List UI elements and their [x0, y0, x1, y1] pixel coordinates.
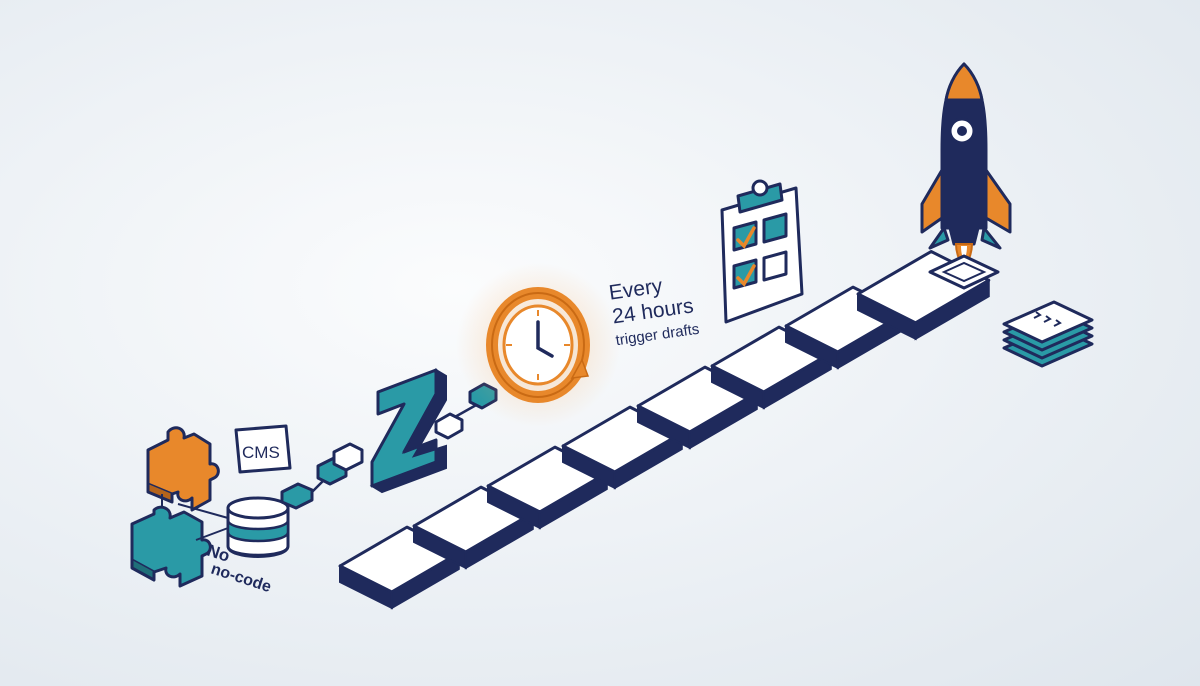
no-code-label: no-code	[209, 561, 274, 596]
staircase-steps	[338, 250, 991, 610]
orange-puzzle-icon	[146, 426, 220, 512]
document-stack-icon	[1002, 300, 1094, 368]
puzzle-connectors	[161, 494, 229, 541]
schedule-label: Every 24 hours trigger drafts	[607, 274, 700, 349]
database-icon	[226, 496, 290, 558]
pipe-connectors	[280, 442, 364, 510]
clipboard-checklist-icon	[720, 179, 804, 324]
cms-label: CMS	[242, 443, 280, 462]
z-logo-icon	[369, 368, 447, 494]
clock-refresh-icon	[456, 263, 620, 427]
rocket-icon	[920, 62, 1012, 290]
cms-box: CMS	[234, 424, 292, 474]
teal-puzzle-icon	[130, 505, 212, 588]
